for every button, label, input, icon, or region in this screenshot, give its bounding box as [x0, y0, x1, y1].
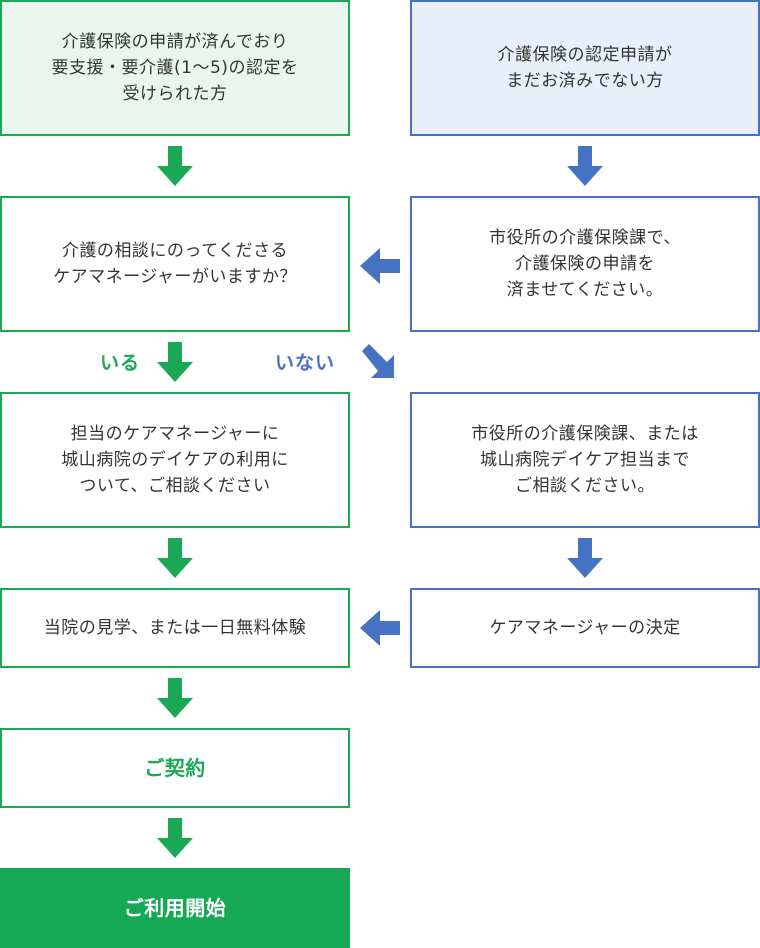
- box-have-care-manager-question: 介護の相談にのってくださる ケアマネージャーがいますか？: [0, 196, 350, 332]
- arrow-down-icon: [157, 538, 193, 578]
- arrow-down-icon: [567, 146, 603, 186]
- box-not-yet-applied: 介護保険の認定申請が まだお済みでない方: [410, 0, 760, 136]
- box-visit-or-trial: 当院の見学、または一日無料体験: [0, 588, 350, 668]
- box-apply-at-city-hall: 市役所の介護保険課で、 介護保険の申請を 済ませてください。: [410, 196, 760, 332]
- box-consult-city-or-hospital: 市役所の介護保険課、または 城山病院デイケア担当まで ご相談ください。: [410, 392, 760, 528]
- arrow-down-icon: [567, 538, 603, 578]
- arrow-left-icon: [360, 248, 400, 284]
- box-consult-care-manager: 担当のケアマネージャーに 城山病院のデイケアの利用に ついて、ご相談ください: [0, 392, 350, 528]
- arrow-down-icon: [157, 678, 193, 718]
- box-start-service: ご利用開始: [0, 868, 350, 948]
- arrow-down-icon: [157, 342, 193, 382]
- label-yes: いる: [100, 352, 141, 374]
- box-applied-certified: 介護保険の申請が済んでおり 要支援・要介護(1〜5)の認定を 受けられた方: [0, 0, 350, 136]
- label-no: いない: [275, 352, 336, 374]
- arrow-diagonal-icon: [362, 344, 394, 378]
- arrow-down-icon: [157, 818, 193, 858]
- arrow-left-icon: [360, 610, 400, 646]
- box-decide-care-manager: ケアマネージャーの決定: [410, 588, 760, 668]
- box-contract: ご契約: [0, 728, 350, 808]
- arrow-down-icon: [157, 146, 193, 186]
